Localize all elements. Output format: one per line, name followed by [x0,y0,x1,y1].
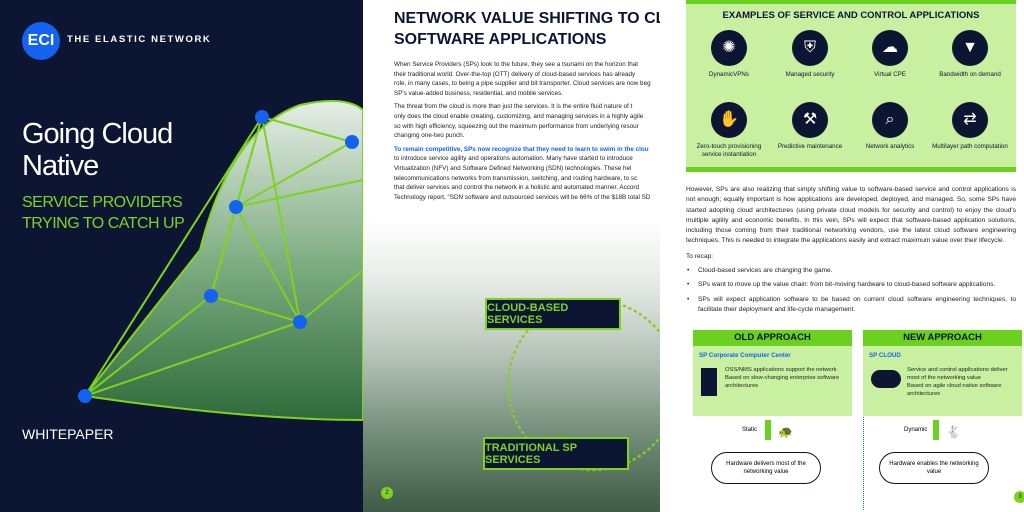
highlight-text: To remain competitive, SPs now recognize… [394,145,649,153]
point: Based on slow-changing enterprise softwa… [725,375,840,389]
paragraph: The threat from the cloud is more than j… [394,102,660,140]
traditional-sp-services-label: TRADITIONAL SP SERVICES [483,437,629,470]
cloud-server-icon: ☁ [872,30,908,66]
example-item: ⛨ Managed security [772,30,848,79]
cloud-server-icon [871,370,901,388]
point: Service and control applications deliver… [907,367,1008,381]
dotted-circle [506,298,660,472]
example-item: ✺ DynamicVPNs [691,30,767,79]
divider [863,330,864,510]
text-line: only does the cloud enable creating, cus… [394,112,644,120]
tagline: THE ELASTIC NETWORK [67,34,212,45]
turtle-icon: 🐢 [778,425,793,439]
text-line: role, in many cases, to being a pipe sup… [394,80,651,88]
list-item: SPs will expect application software to … [686,295,1016,316]
new-approach-subtitle: SP CLOUD [869,352,901,359]
new-approach-box: NEW APPROACH SP CLOUD Service and contro… [863,330,1022,416]
arrows-icon: ⇄ [952,102,988,138]
network-hub-icon: ✺ [711,30,747,66]
tools-icon: ⚒ [792,102,828,138]
text-line: so with high efficiency, squeezing out t… [394,122,639,130]
hand-coin-icon: ✋ [711,102,747,138]
middle-page: NETWORK VALUE SHIFTING TO CLOUD-I SOFTWAR… [363,0,660,512]
new-points: Service and control applications deliver… [907,366,1017,398]
page-number: 2 [381,487,393,499]
cover-subtitle: SERVICE PROVIDERS TRYING TO CATCH UP [22,192,185,234]
example-item: ✋ Zero-touch provisioning service instant… [691,102,767,159]
subtitle-line: SERVICE PROVIDERS [22,194,183,211]
text-line: The threat from the cloud is more than j… [394,103,633,111]
title-line: NETWORK VALUE SHIFTING TO CLOUD-I [394,10,660,27]
recap-list: Cloud-based services are changing the ga… [686,266,1016,315]
double-arrow-icon [765,420,771,440]
text-line: telecommunications networks from transmi… [394,174,638,182]
funnel-icon: ▼ [952,30,988,66]
paragraph: To remain competitive, SPs now recognize… [394,145,660,203]
example-label: Predictive maintenance [777,143,843,150]
example-label: Bandwidth on demand [939,71,1001,78]
eci-logo: ECI [22,22,60,60]
point: OSS/NMS applications support the network [725,367,837,373]
example-label: Multilayer path computation [932,143,1008,150]
network-globe-graphic [78,100,363,422]
subtitle-line: TRYING TO CATCH UP [22,215,185,232]
example-label: Network analytics [865,143,915,150]
body-text: However, SPs are also realizing that sim… [686,185,1016,315]
example-item: ⌕ Network analytics [852,102,928,151]
examples-title: EXAMPLES OF SERVICE AND CONTROL APPLICAT… [722,10,980,21]
paragraph: When Service Providers (SPs) look to the… [394,60,660,98]
text-line: When Service Providers (SPs) look to the… [394,61,638,68]
text-line: to introduce service agility and operati… [394,155,633,163]
example-item: ⚒ Predictive maintenance [772,102,848,151]
text-line: Virtualization (NFV) and Software Define… [394,164,632,172]
text-line: Technology report, "SDN software and out… [394,193,651,201]
text-line: that deliver services and control the ne… [394,184,640,192]
page-title: NETWORK VALUE SHIFTING TO CLOUD-I SOFTWAR… [394,8,660,50]
recap-label: To recap: [686,252,714,260]
example-label: Managed security [785,71,835,78]
cloud-based-services-label: CLOUD-BASED SERVICES [485,298,621,330]
old-approach-header: OLD APPROACH [693,330,852,346]
example-label: Zero-touch provisioning service instanti… [696,143,762,158]
old-cloud: Hardware delivers most of the networking… [711,452,821,484]
page-number: 3 [1014,491,1024,503]
dynamic-label: Dynamic [904,427,928,433]
rabbit-icon: 🐇 [946,425,961,439]
magnifier-chart-icon: ⌕ [872,102,908,138]
static-label: Static [742,427,758,433]
text-line: their traditional world. Over-the-top (O… [394,70,636,78]
paragraph: However, SPs are also realizing that sim… [686,186,1016,245]
title-line: Going Cloud [22,118,173,150]
example-item: ▼ Bandwidth on demand [932,30,1008,79]
document-type: WHITEPAPER [22,426,114,442]
list-item: Cloud-based services are changing the ga… [686,266,1016,277]
body-text: When Service Providers (SPs) look to the… [394,60,660,206]
example-label: DynamicVPNs [709,71,749,78]
point: Based on agile cloud native software arc… [907,383,1002,397]
shield-icon: ⛨ [792,30,828,66]
old-approach-subtitle: SP Corporate Computer Center [699,352,791,359]
double-arrow-icon [933,420,939,440]
examples-box [686,0,1016,172]
example-item: ☁ Virtual CPE [852,30,928,79]
new-cloud: Hardware enables the networking value [879,452,989,484]
list-item: SPs want to move up the value chain: fro… [686,280,1016,291]
text-line: SP's value-added business, residential, … [394,89,563,97]
old-points: OSS/NMS applications support the network… [725,366,845,390]
right-page: EXAMPLES OF SERVICE AND CONTROL APPLICAT… [686,0,1024,512]
old-approach-box: OLD APPROACH SP Corporate Computer Cente… [693,330,852,416]
new-approach-header: NEW APPROACH [863,330,1022,346]
title-line: SOFTWARE APPLICATIONS [394,31,607,48]
text-line: changing one-two punch. [394,132,465,140]
example-label: Virtual CPE [874,71,906,78]
building-icon [701,368,717,396]
example-item: ⇄ Multilayer path computation [932,102,1008,151]
title-line: Native [22,150,99,182]
